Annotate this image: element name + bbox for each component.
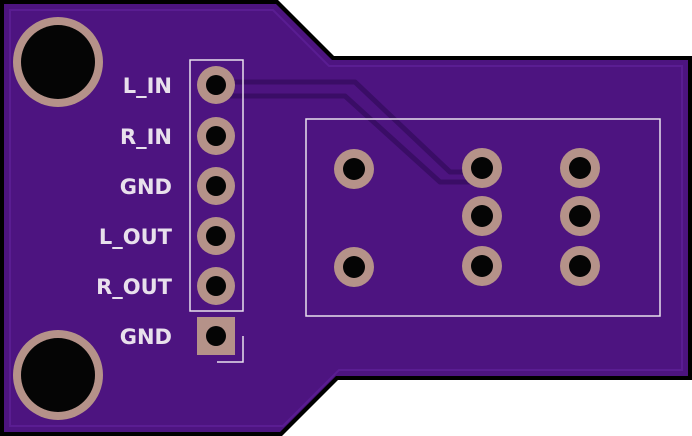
board-body <box>4 4 688 432</box>
board-edge-highlight <box>9 9 683 427</box>
mounting-hole-top <box>13 17 103 107</box>
header-pin <box>197 167 235 205</box>
header-pin <box>197 217 235 255</box>
jack-pad <box>462 246 502 286</box>
jack-pad <box>462 148 502 188</box>
label-r-in: R_IN <box>120 125 172 149</box>
jack-silkscreen-outline <box>305 118 661 317</box>
header-pin-square <box>197 317 235 355</box>
label-l-out: L_OUT <box>99 225 173 249</box>
label-gnd: GND <box>120 175 172 199</box>
label-gnd: GND <box>120 325 172 349</box>
jack-pad <box>560 196 600 236</box>
label-r-out: R_OUT <box>96 275 173 299</box>
jack-pad <box>334 247 374 287</box>
jack-pad <box>560 148 600 188</box>
jack-pad <box>462 196 502 236</box>
header-pin <box>197 267 235 305</box>
pin1-marker <box>217 336 244 363</box>
trace-r-in <box>213 93 485 185</box>
header-pin <box>197 66 235 104</box>
label-l-in: L_IN <box>123 74 172 98</box>
mounting-hole-bottom <box>13 330 103 420</box>
jack-pad <box>334 149 374 189</box>
header-silkscreen-outline <box>189 59 244 312</box>
jack-pad <box>560 246 600 286</box>
header-pin <box>197 117 235 155</box>
